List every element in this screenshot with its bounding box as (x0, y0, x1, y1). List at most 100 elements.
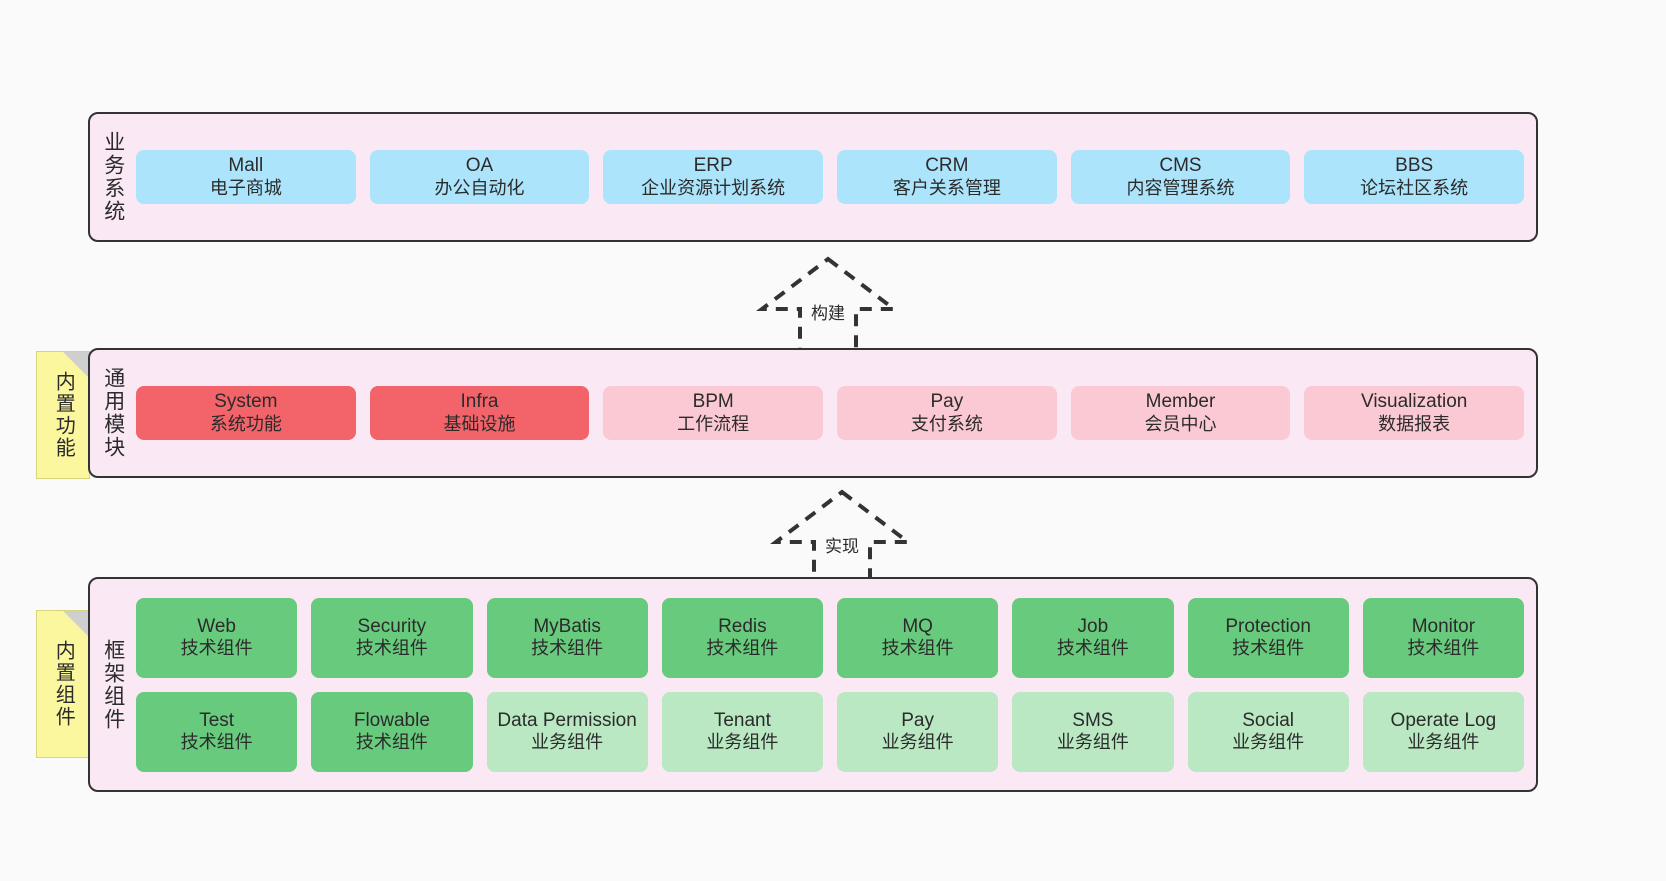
box-subtitle: 技术组件 (706, 638, 779, 659)
box-erp[interactable]: ERP 企业资源计划系统 (603, 150, 823, 204)
box-subtitle: 技术组件 (355, 732, 428, 753)
box-subtitle: 技术组件 (1407, 638, 1480, 659)
box-title: Test (199, 709, 235, 731)
box-social[interactable]: Social 业务组件 (1187, 691, 1349, 772)
box-subtitle: 技术组件 (1056, 638, 1129, 659)
box-title: Monitor (1411, 615, 1476, 637)
box-subtitle: 技术组件 (1232, 638, 1305, 659)
layer-label-business: 业务系统 (101, 131, 125, 223)
box-subtitle: 技术组件 (881, 638, 954, 659)
box-pay-component[interactable]: Pay 业务组件 (837, 691, 999, 772)
box-web[interactable]: Web 技术组件 (136, 597, 298, 678)
box-title: Visualization (1361, 391, 1468, 413)
modules-box-grid: System 系统功能 Infra 基础设施 BPM 工作流程 Pay 支付系统… (136, 369, 1524, 457)
box-pay-module[interactable]: Pay 支付系统 (837, 386, 1057, 440)
box-title: Pay (930, 391, 964, 413)
box-mall[interactable]: Mall 电子商城 (136, 150, 356, 204)
box-title: OA (465, 155, 494, 177)
framework-box-grid: Web 技术组件 Security 技术组件 MyBatis 技术组件 Redi… (136, 597, 1524, 772)
layer-body-modules: System 系统功能 Infra 基础设施 BPM 工作流程 Pay 支付系统… (136, 350, 1536, 476)
box-flowable[interactable]: Flowable 技术组件 (311, 691, 473, 772)
layer-business-systems: 业务系统 Mall 电子商城 OA 办公自动化 ERP 企业资源计划系统 CRM (88, 112, 1538, 242)
note-built-in-features: 内置功能 (36, 351, 90, 479)
box-data-permission[interactable]: Data Permission 业务组件 (486, 691, 648, 772)
box-monitor[interactable]: Monitor 技术组件 (1362, 597, 1524, 678)
box-subtitle: 办公自动化 (434, 177, 525, 198)
box-title: Infra (460, 391, 499, 413)
box-protection[interactable]: Protection 技术组件 (1187, 597, 1349, 678)
box-redis[interactable]: Redis 技术组件 (661, 597, 823, 678)
box-title: BBS (1395, 155, 1434, 177)
box-subtitle: 技术组件 (531, 638, 604, 659)
box-infra[interactable]: Infra 基础设施 (369, 386, 590, 440)
box-subtitle: 业务组件 (706, 732, 779, 753)
box-subtitle: 内容管理系统 (1126, 177, 1235, 198)
box-subtitle: 系统功能 (209, 413, 282, 434)
dashed-hollow-arrow-up-icon (756, 256, 900, 353)
box-title: BPM (692, 391, 734, 413)
box-title: Data Permission (497, 709, 637, 731)
box-title: Tenant (713, 709, 771, 731)
box-subtitle: 业务组件 (1232, 732, 1305, 753)
business-box-grid: Mall 电子商城 OA 办公自动化 ERP 企业资源计划系统 CRM 客户关系… (136, 136, 1524, 218)
box-system[interactable]: System 系统功能 (136, 386, 356, 440)
box-title: Mall (228, 155, 264, 177)
box-bbs[interactable]: BBS 论坛社区系统 (1304, 150, 1524, 204)
box-security[interactable]: Security 技术组件 (311, 597, 473, 678)
box-subtitle: 基础设施 (443, 413, 516, 434)
box-subtitle: 会员中心 (1144, 413, 1217, 434)
box-title: Flowable (353, 709, 430, 731)
box-subtitle: 客户关系管理 (892, 177, 1001, 198)
box-subtitle: 电子商城 (209, 177, 282, 198)
layer-body-business: Mall 电子商城 OA 办公自动化 ERP 企业资源计划系统 CRM 客户关系… (136, 114, 1536, 240)
box-bpm[interactable]: BPM 工作流程 (603, 386, 823, 440)
box-subtitle: 业务组件 (881, 732, 954, 753)
box-subtitle: 论坛社区系统 (1360, 177, 1469, 198)
box-subtitle: 数据报表 (1378, 413, 1451, 434)
layer-label-framework: 框架组件 (101, 638, 125, 731)
box-job[interactable]: Job 技术组件 (1012, 597, 1174, 678)
box-title: SMS (1072, 709, 1114, 731)
box-title: Job (1077, 615, 1109, 637)
box-member[interactable]: Member 会员中心 (1070, 386, 1291, 440)
layer-label-modules: 通用模块 (101, 367, 125, 459)
box-sms[interactable]: SMS 业务组件 (1012, 691, 1174, 772)
layer-framework-components: 框架组件 Web 技术组件 Security 技术组件 MyBatis 技术组件… (88, 577, 1538, 792)
box-title: Web (197, 615, 236, 637)
box-subtitle: 业务组件 (531, 732, 604, 753)
box-title: CMS (1159, 155, 1202, 177)
box-tenant[interactable]: Tenant 业务组件 (661, 691, 823, 772)
box-title: MQ (902, 615, 933, 637)
box-title: Operate Log (1390, 709, 1497, 731)
box-title: Pay (901, 709, 934, 731)
box-title: Security (357, 615, 427, 637)
box-subtitle: 支付系统 (910, 413, 983, 434)
box-title: Redis (718, 615, 767, 637)
box-title: Social (1242, 709, 1294, 731)
box-title: System (214, 391, 278, 413)
box-subtitle: 业务组件 (1056, 732, 1129, 753)
box-subtitle: 工作流程 (677, 413, 750, 434)
box-oa[interactable]: OA 办公自动化 (369, 150, 590, 204)
box-cms[interactable]: CMS 内容管理系统 (1070, 150, 1291, 204)
box-mybatis[interactable]: MyBatis 技术组件 (486, 597, 648, 678)
box-title: MyBatis (533, 615, 601, 637)
box-subtitle: 业务组件 (1407, 732, 1480, 753)
layer-common-modules: 通用模块 System 系统功能 Infra 基础设施 BPM 工作流程 Pay (88, 348, 1538, 478)
connector-implement: 实现 (762, 488, 922, 588)
connector-build: 构建 (748, 255, 908, 355)
box-mq[interactable]: MQ 技术组件 (837, 597, 999, 678)
layer-body-framework: Web 技术组件 Security 技术组件 MyBatis 技术组件 Redi… (136, 579, 1536, 790)
box-subtitle: 技术组件 (180, 638, 253, 659)
box-operate-log[interactable]: Operate Log 业务组件 (1362, 691, 1524, 772)
box-crm[interactable]: CRM 客户关系管理 (837, 150, 1057, 204)
box-visualization[interactable]: Visualization 数据报表 (1304, 386, 1524, 440)
box-title: CRM (925, 155, 969, 177)
dashed-hollow-arrow-up-icon (770, 489, 914, 586)
note-built-in-components: 内置组件 (36, 610, 90, 758)
box-subtitle: 技术组件 (180, 732, 253, 753)
box-test[interactable]: Test 技术组件 (136, 691, 298, 772)
box-title: Protection (1225, 615, 1311, 637)
box-title: Member (1145, 391, 1216, 413)
